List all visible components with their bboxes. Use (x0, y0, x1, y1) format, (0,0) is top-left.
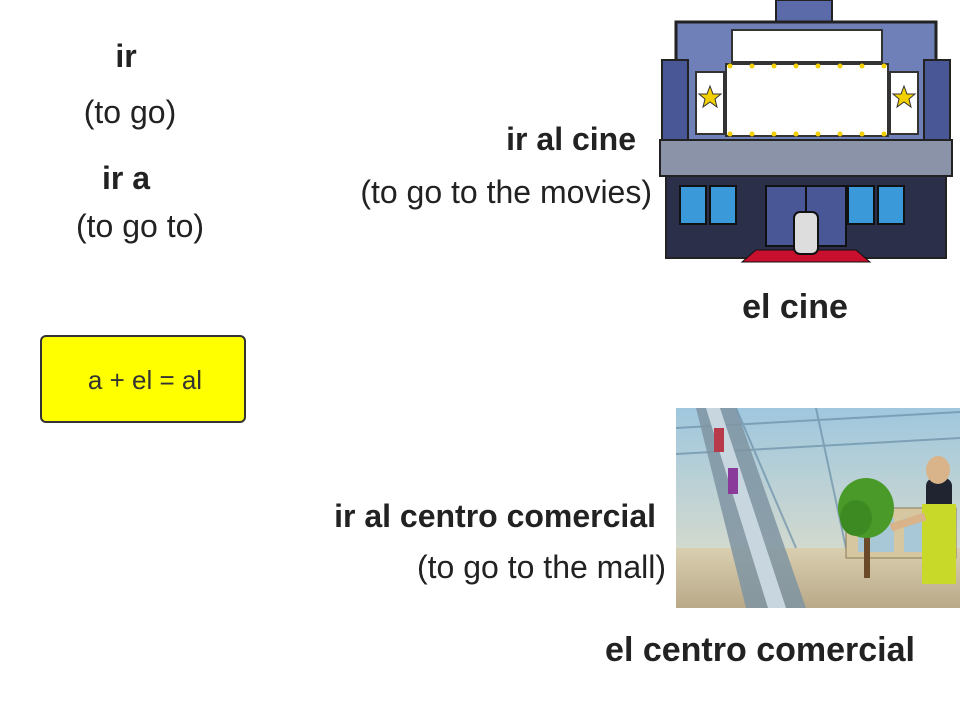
vocab-ir-a-translation: (to go to) (75, 208, 205, 244)
rule-text: a + el = al (87, 365, 203, 395)
vocab-ir-translation: (to go) (83, 94, 177, 130)
phrase-ir-al-centro-comercial: ir al centro comercial (334, 498, 656, 534)
vocab-ir-word: ir (115, 38, 137, 74)
label-el-cine: el cine (742, 288, 848, 326)
rule-box: a + el = al (40, 335, 246, 423)
label-el-centro-comercial: el centro comercial (605, 631, 915, 669)
phrase-ir-al-centro-comercial-translation: (to go to the mall) (417, 549, 666, 585)
vocab-ir-a-word: ir a (101, 160, 151, 196)
phrase-ir-al-cine-translation: (to go to the movies) (360, 174, 652, 210)
shopping-mall-photo (676, 408, 960, 608)
phrase-ir-al-cine: ir al cine (506, 121, 636, 157)
movie-theater-icon (659, 0, 953, 263)
